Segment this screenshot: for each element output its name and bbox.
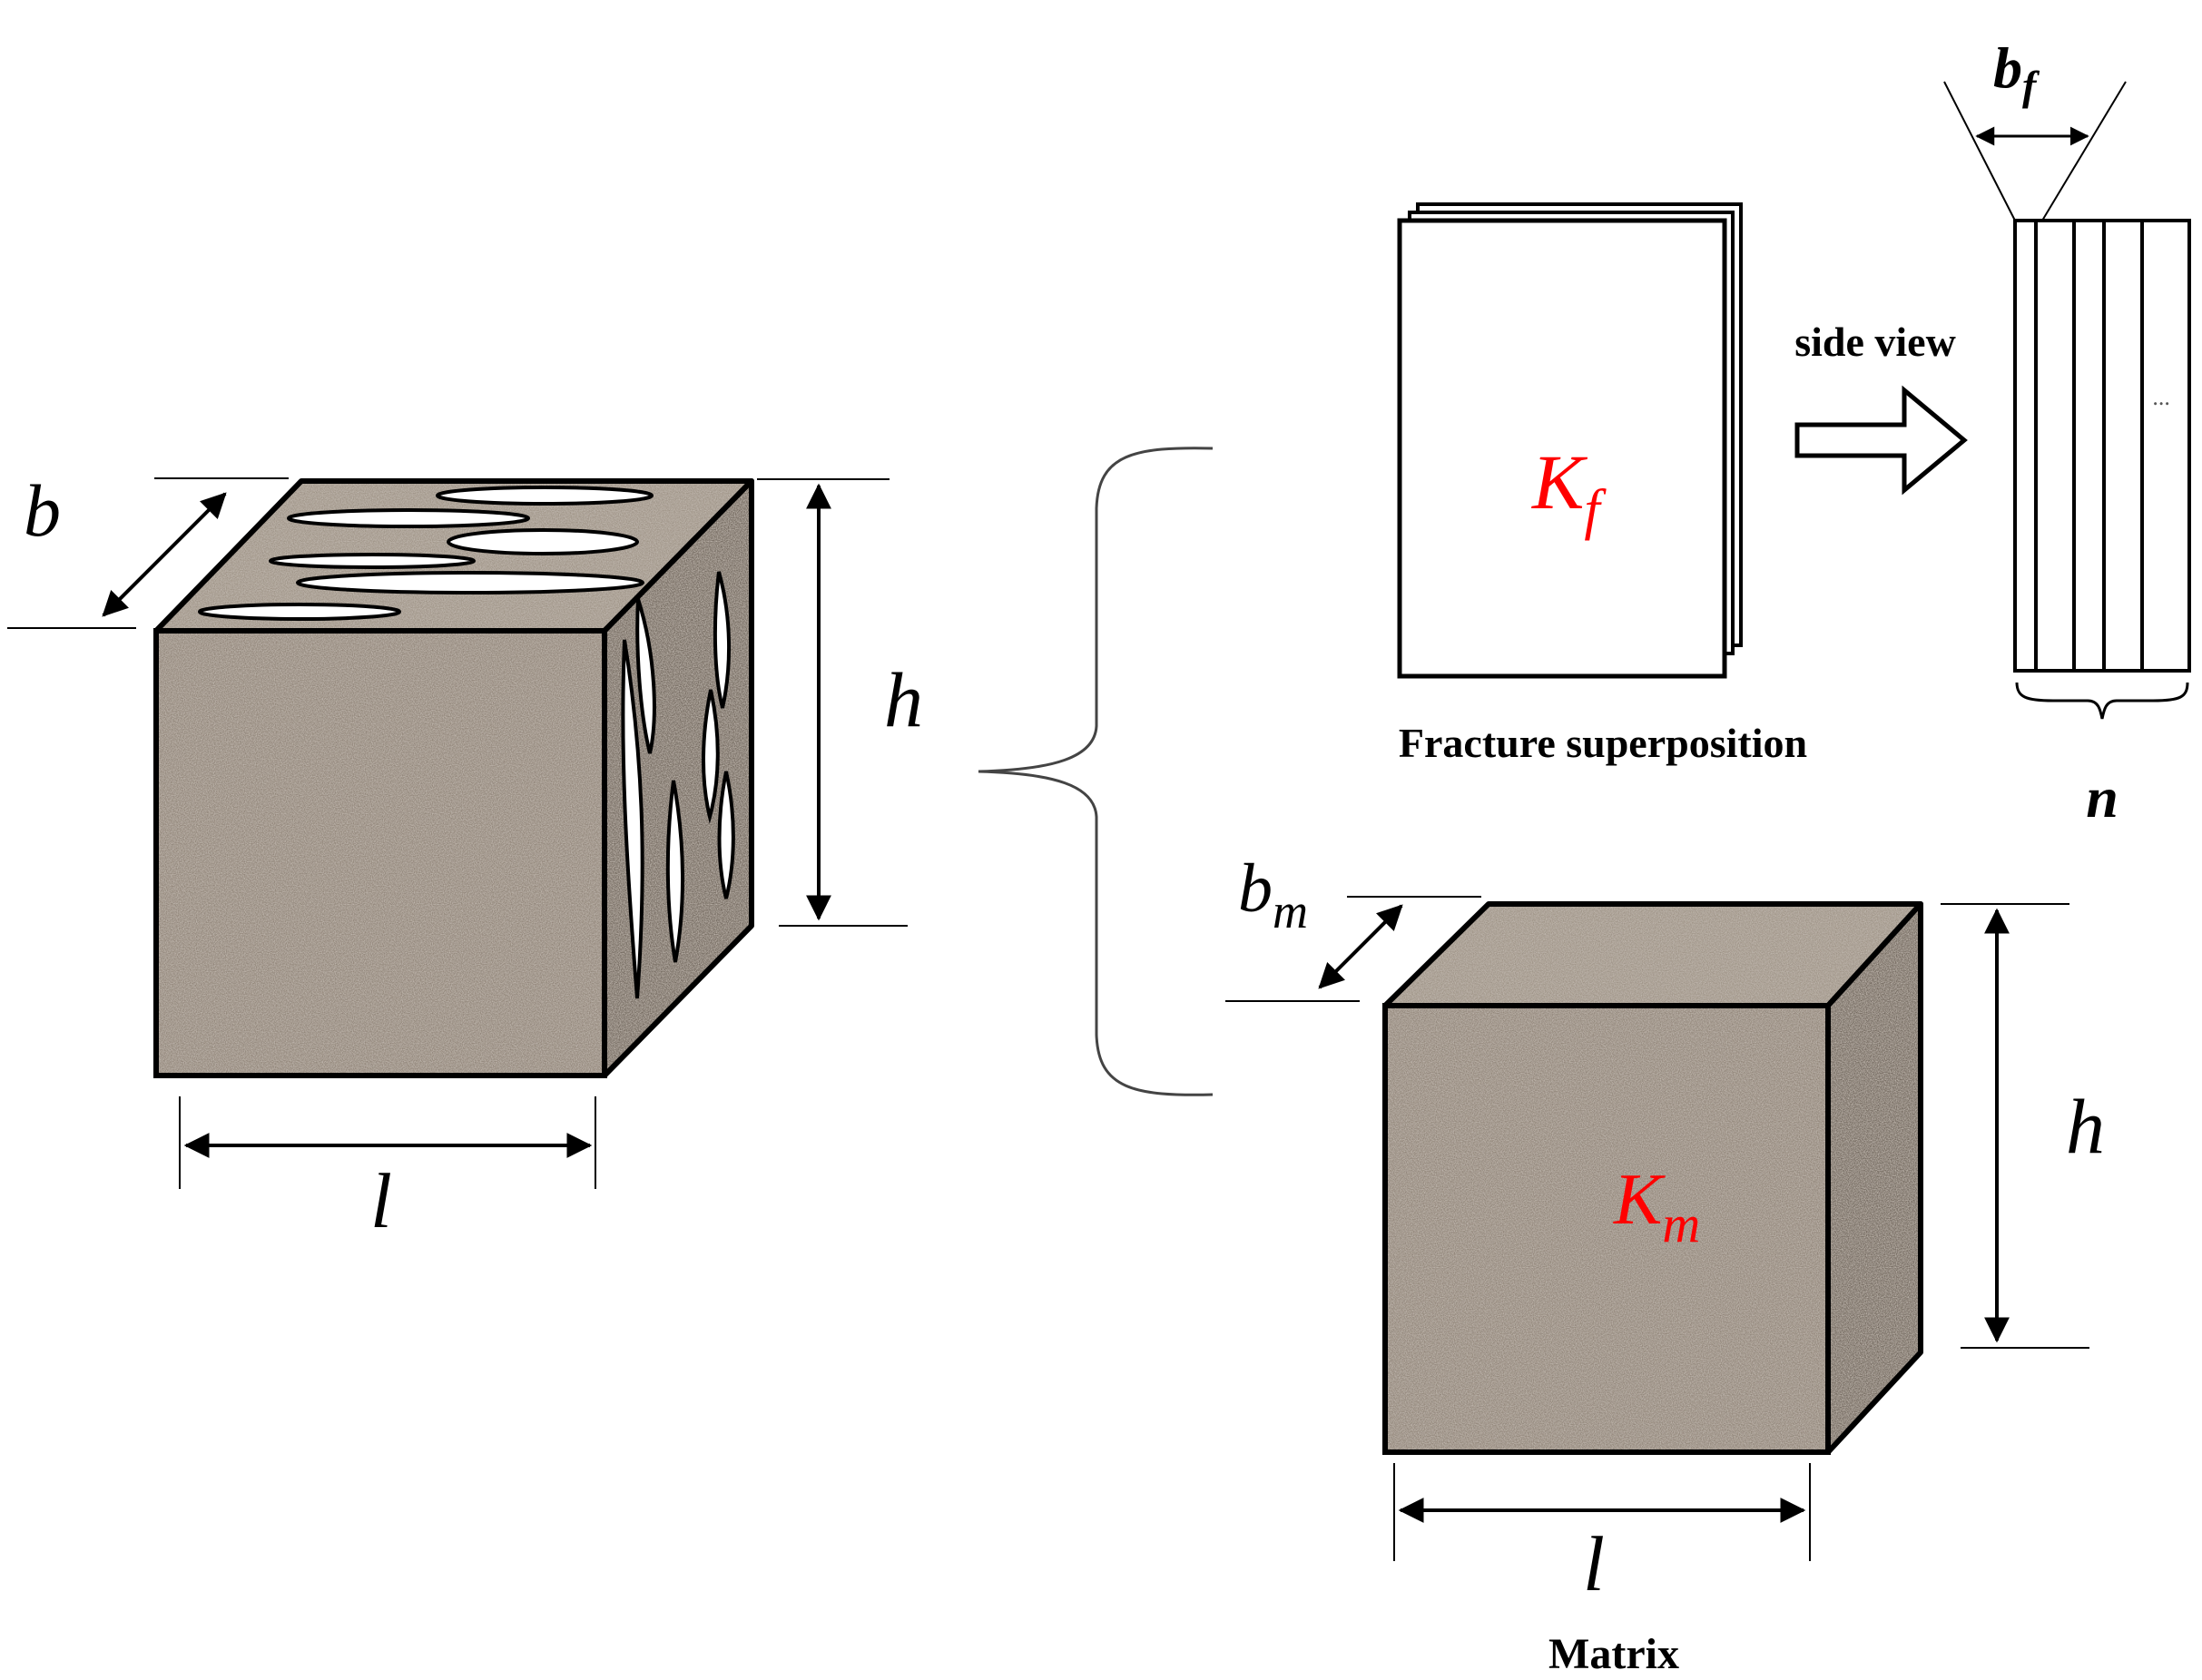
bf-guide-line-left [1943,81,2016,221]
side-view-label: side view [1794,319,1956,365]
kf-label: Kf [1530,438,1607,541]
bm-dimension-arrow [1318,904,1403,989]
l-label-right: l [1583,1520,1605,1607]
bm-label: bm [1238,850,1308,938]
top-face-fractures [198,486,654,621]
side-view-fractures: ... bf n [1943,35,2191,830]
fracture-superposition-caption: Fracture superposition [1399,720,1807,766]
h-label-right: h [2066,1083,2105,1170]
b-label: b [24,469,61,552]
matrix-cube-front-face [1382,1003,1831,1455]
matrix-caption: Matrix [1548,1630,1679,1678]
left-cube-front-face [153,628,607,1078]
n-brace-icon [2015,682,2189,720]
hollow-right-arrow-icon [1794,385,1968,496]
curly-brace-icon [978,447,1214,1096]
h-label-left: h [884,656,923,743]
km-label: Km [1613,1160,1700,1253]
side-face-fractures [621,571,735,999]
bf-label: bf [1993,35,2040,109]
l-label-left: l [370,1157,392,1244]
side-view-ellipsis: ... [2153,384,2171,410]
fractured-rock-cube: b h l [7,469,923,1244]
matrix-cube: Km bm h l Matrix [1225,850,2105,1678]
fracture-plate-front [1397,218,1727,679]
n-label: n [2086,765,2118,830]
bf-guide-line-right [2041,81,2127,221]
b-dimension-arrow [102,492,227,617]
fracture-superposition: Kf Fracture superposition [1397,202,1807,766]
